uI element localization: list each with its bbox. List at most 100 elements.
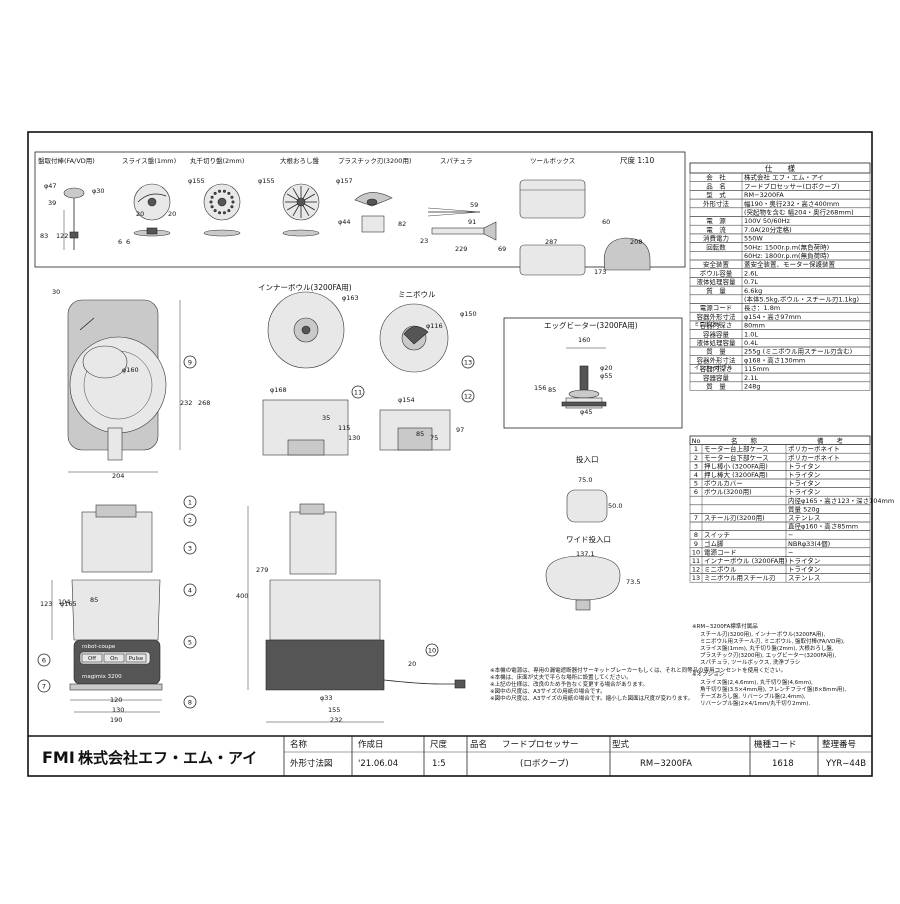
part-name: ミニボウル bbox=[704, 566, 737, 574]
dimension-label: 123 bbox=[40, 600, 52, 608]
part-material: ポリカーボネイト bbox=[788, 445, 840, 453]
spec-key: 容器内深さ bbox=[700, 364, 733, 373]
callout-circle bbox=[461, 389, 475, 403]
part-material: ポリカーボネイト bbox=[788, 454, 840, 462]
plastic-blade-drawing bbox=[354, 192, 393, 233]
spec-value: 255g (ミニボウル用スチール刃含む) bbox=[744, 347, 852, 356]
part-material: トライタン bbox=[788, 487, 820, 496]
code-value: 1618 bbox=[772, 759, 794, 769]
spec-group-label: インナーボウル bbox=[694, 364, 733, 372]
dimension-label: 30 bbox=[52, 288, 60, 296]
spec-key: 容器外形寸法 bbox=[697, 355, 737, 364]
spec-key: 容器外形寸法 bbox=[697, 312, 737, 321]
part-number: 10 bbox=[692, 548, 700, 556]
dimension-label: 160 bbox=[578, 336, 590, 344]
spec-key: 安全装置 bbox=[703, 260, 730, 269]
spec-header: 仕 様 bbox=[765, 163, 795, 173]
part-material: トライタン bbox=[788, 479, 820, 488]
part-number: 2 bbox=[694, 454, 698, 462]
egg-beater-panel bbox=[503, 317, 683, 429]
callout-number: 6 bbox=[42, 657, 46, 665]
dimension-label: 130 bbox=[348, 434, 360, 442]
spec-key: 質 量 bbox=[706, 347, 726, 356]
dimension-label: 122 bbox=[56, 232, 68, 240]
callout-circle bbox=[461, 355, 475, 369]
dimension-label: 400 bbox=[236, 592, 248, 600]
sheet-border bbox=[27, 131, 873, 777]
parts-header: 名 称 bbox=[731, 436, 758, 445]
dimension-label: 39 bbox=[48, 199, 56, 207]
panel-button bbox=[103, 653, 125, 663]
callout-circle bbox=[183, 495, 197, 509]
code-label: 機種コード bbox=[754, 739, 797, 750]
spec-key: ボウル容量 bbox=[700, 268, 733, 277]
standard-accessory-line: スチール刃(3200用), インナーボウル(3200FA用), bbox=[700, 630, 825, 638]
model-label: 型式 bbox=[612, 739, 630, 750]
callout-circle bbox=[351, 385, 365, 399]
dimension-label: 156 bbox=[534, 384, 546, 392]
callout-circle bbox=[37, 653, 51, 667]
accessories-panel bbox=[34, 151, 686, 268]
part-name: 押し棒小 (3200FA用) bbox=[704, 461, 768, 470]
dimension-label: φ20 bbox=[600, 364, 613, 372]
part-name: ボウル(3200用) bbox=[704, 488, 752, 496]
panel-button-label: On bbox=[110, 656, 118, 662]
dimension-label: 20 bbox=[168, 210, 176, 218]
dimension-label: φ155 bbox=[188, 177, 205, 185]
spec-value: (本体5.5kg,ボウル・スチール刃1.1kg) bbox=[744, 295, 859, 304]
dimension-label: 173 bbox=[594, 268, 606, 276]
spec-key: 回転数 bbox=[706, 242, 726, 251]
spec-key: 外形寸法 bbox=[703, 199, 730, 208]
dimension-label: 287 bbox=[545, 238, 557, 246]
callout-number: 9 bbox=[188, 359, 192, 367]
spec-value: 0.7L bbox=[744, 278, 758, 286]
spec-key: 液体処理容量 bbox=[697, 277, 737, 286]
spec-value: フードプロセッサー(ロボクープ) bbox=[744, 182, 840, 190]
dimension-label: 91 bbox=[468, 218, 476, 226]
date-label: 作成日 bbox=[358, 739, 384, 750]
part-name: ゴム脚 bbox=[704, 539, 724, 548]
toolbox-drawing bbox=[519, 179, 651, 276]
dimension-label: 82 bbox=[398, 220, 406, 228]
standard-accessory-line: プラスチック刃(3200用), エッグビーター(3200FA用), bbox=[700, 651, 836, 659]
dimension-label: φ157 bbox=[336, 177, 353, 185]
name-label: 名称 bbox=[290, 739, 308, 750]
option-line: チーズおろし盤, リバーシブル盤(2,4mm), bbox=[700, 692, 806, 700]
dimension-label: φ165 bbox=[60, 600, 77, 608]
ref-value: YYR−44B bbox=[825, 759, 866, 769]
panel-button-label: Pulse bbox=[129, 656, 144, 662]
part-material: − bbox=[788, 531, 793, 539]
part-material: ステンレス bbox=[788, 514, 821, 522]
part-material: 内径φ165・高さ123・深さ104mm bbox=[788, 496, 894, 505]
callout-number: 13 bbox=[464, 359, 472, 367]
dimension-label: 232 bbox=[330, 716, 342, 724]
spec-key: 容器内深さ bbox=[700, 321, 733, 330]
ref-label: 整理番号 bbox=[822, 739, 856, 750]
spec-value: 80mm bbox=[744, 322, 765, 330]
callout-circle bbox=[183, 695, 197, 709]
mini-bowl-drawing bbox=[379, 303, 451, 451]
dimension-label: φ168 bbox=[270, 386, 287, 394]
spec-value: 550W bbox=[744, 235, 763, 243]
spec-key: 会 社 bbox=[706, 173, 726, 182]
company-name: 株式会社エフ・エム・アイ bbox=[78, 749, 257, 767]
dimension-label: 20 bbox=[408, 660, 416, 668]
dimension-label: φ154 bbox=[398, 396, 415, 404]
option-line: リバーシブル盤(2×4/1mm/丸千切り2mm). bbox=[700, 699, 810, 707]
part-name: モーター台上部ケース bbox=[704, 444, 769, 453]
spec-key: 電 源 bbox=[706, 216, 726, 225]
dimension-label: 85 bbox=[90, 596, 98, 604]
part-number: 3 bbox=[694, 462, 698, 470]
dimension-label: 130 bbox=[112, 706, 124, 714]
part-material: トライタン bbox=[788, 556, 820, 565]
model-mark: magimix 3200 bbox=[82, 674, 122, 680]
dimension-label: 59 bbox=[470, 201, 478, 209]
julienne-disc-drawing bbox=[203, 183, 241, 237]
callout-circle bbox=[425, 643, 439, 657]
callout-number: 8 bbox=[188, 699, 192, 707]
top-view bbox=[67, 299, 167, 461]
parts-header: No bbox=[692, 437, 701, 445]
